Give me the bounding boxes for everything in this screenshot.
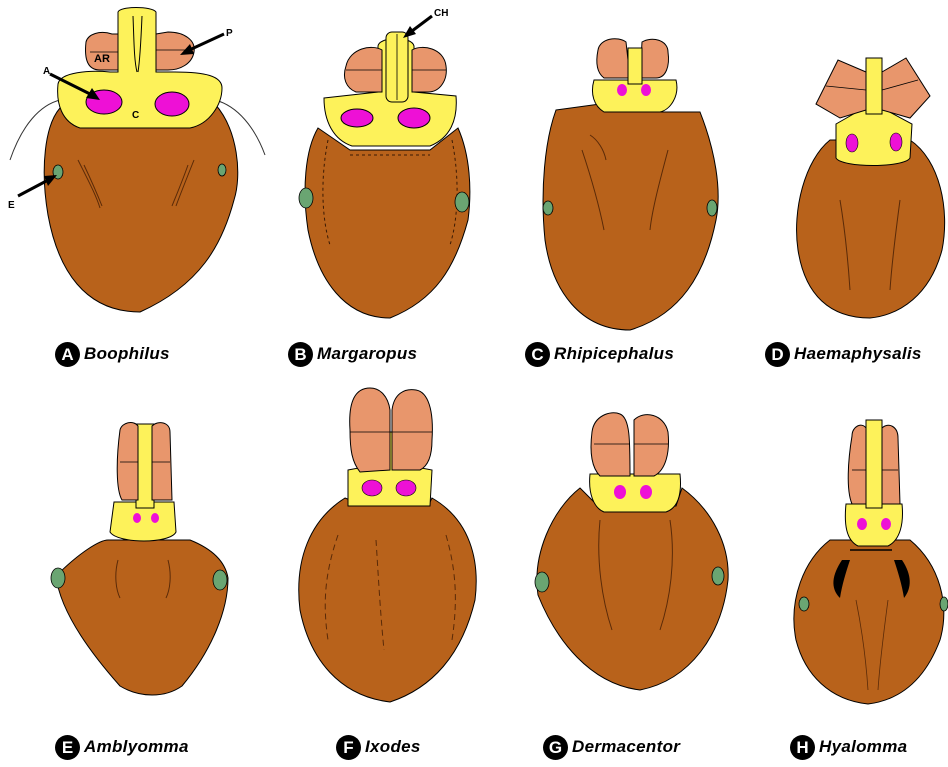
panel-letter-badge: A bbox=[55, 342, 80, 367]
palp-left bbox=[597, 39, 630, 78]
caption-f: F Ixodes bbox=[336, 733, 421, 761]
eye-right bbox=[455, 192, 469, 212]
area-porosa-left bbox=[614, 485, 626, 499]
panel-letter-badge: G bbox=[543, 735, 568, 760]
palp-left bbox=[350, 388, 390, 472]
area-porosa-right bbox=[881, 518, 891, 530]
label-ch: CH bbox=[434, 8, 448, 19]
genus-name: Amblyomma bbox=[84, 737, 189, 757]
hypostome bbox=[866, 58, 882, 114]
idiosoma bbox=[537, 488, 728, 690]
panel-letter-badge: C bbox=[525, 342, 550, 367]
area-porosa-left bbox=[341, 109, 373, 127]
label-p: P bbox=[226, 28, 233, 39]
genus-name: Hyalomma bbox=[819, 737, 907, 757]
eye-left bbox=[535, 572, 549, 592]
palp-left bbox=[117, 423, 138, 500]
genus-name: Rhipicephalus bbox=[554, 344, 674, 364]
palp-right bbox=[152, 423, 172, 500]
area-porosa-right bbox=[890, 133, 902, 151]
caption-d: D Haemaphysalis bbox=[765, 340, 922, 368]
basis-capituli bbox=[58, 8, 222, 129]
specimen-dermacentor bbox=[535, 413, 728, 690]
idiosoma bbox=[299, 498, 476, 702]
genus-name: Dermacentor bbox=[572, 737, 680, 757]
panel-letter-badge: H bbox=[790, 735, 815, 760]
area-porosa-left bbox=[846, 134, 858, 152]
area-porosa-left bbox=[133, 513, 141, 523]
area-porosa-left bbox=[362, 480, 382, 496]
idiosoma bbox=[305, 128, 470, 318]
eye-right bbox=[712, 567, 724, 585]
caption-a: A Boophilus bbox=[55, 340, 170, 368]
area-porosa-right bbox=[640, 485, 652, 499]
specimen-rhipicephalus bbox=[543, 39, 718, 330]
eye-right bbox=[707, 200, 717, 216]
palp-right bbox=[882, 425, 900, 504]
label-ar: AR bbox=[94, 53, 110, 65]
basis-capituli bbox=[845, 504, 902, 546]
specimen-hyalomma bbox=[794, 420, 948, 704]
genus-name: Ixodes bbox=[365, 737, 421, 757]
caption-e: E Amblyomma bbox=[55, 733, 189, 761]
idiosoma bbox=[44, 104, 238, 312]
idiosoma bbox=[794, 540, 944, 704]
eye-left bbox=[799, 597, 809, 611]
specimen-haemaphysalis bbox=[797, 58, 945, 318]
hypostome bbox=[866, 420, 882, 508]
area-porosa-right bbox=[151, 513, 159, 523]
area-porosa-left bbox=[857, 518, 867, 530]
area-porosa-right bbox=[396, 480, 416, 496]
panel-letter-badge: B bbox=[288, 342, 313, 367]
eye-right bbox=[940, 597, 948, 611]
basis-capituli bbox=[592, 80, 676, 112]
genus-name: Haemaphysalis bbox=[794, 344, 922, 364]
label-a: A bbox=[43, 66, 50, 77]
label-c: C bbox=[132, 110, 139, 121]
area-porosa-right bbox=[641, 84, 651, 96]
caption-g: G Dermacentor bbox=[543, 733, 680, 761]
panel-letter-badge: D bbox=[765, 342, 790, 367]
idiosoma bbox=[797, 140, 945, 318]
palp-right bbox=[634, 415, 668, 476]
hypostome bbox=[628, 48, 642, 84]
specimen-amblyomma bbox=[51, 423, 228, 695]
palp-right bbox=[392, 390, 432, 470]
palp-right bbox=[640, 39, 669, 78]
specimen-margaropus: CH bbox=[299, 8, 470, 318]
specimen-boophilus: AR P A C E bbox=[8, 8, 265, 313]
caption-b: B Margaropus bbox=[288, 340, 417, 368]
basis-capituli bbox=[590, 474, 681, 512]
hypostome bbox=[136, 424, 154, 508]
caption-h: H Hyalomma bbox=[790, 733, 907, 761]
specimen-ixodes bbox=[299, 388, 476, 702]
idiosoma bbox=[56, 540, 228, 695]
caption-c: C Rhipicephalus bbox=[525, 340, 674, 368]
area-porosa-left bbox=[617, 84, 627, 96]
eye-left bbox=[299, 188, 313, 208]
eye-right bbox=[218, 164, 226, 176]
eye-left bbox=[51, 568, 65, 588]
area-porosa-right bbox=[398, 108, 430, 128]
palp-left bbox=[848, 425, 866, 504]
eye-right bbox=[213, 570, 227, 590]
idiosoma bbox=[543, 104, 718, 330]
genus-name: Margaropus bbox=[317, 344, 417, 364]
label-e: E bbox=[8, 200, 15, 211]
genus-name: Boophilus bbox=[84, 344, 170, 364]
panel-letter-badge: E bbox=[55, 735, 80, 760]
eye-left bbox=[543, 201, 553, 215]
panel-letter-badge: F bbox=[336, 735, 361, 760]
area-porosa-right bbox=[155, 92, 189, 116]
